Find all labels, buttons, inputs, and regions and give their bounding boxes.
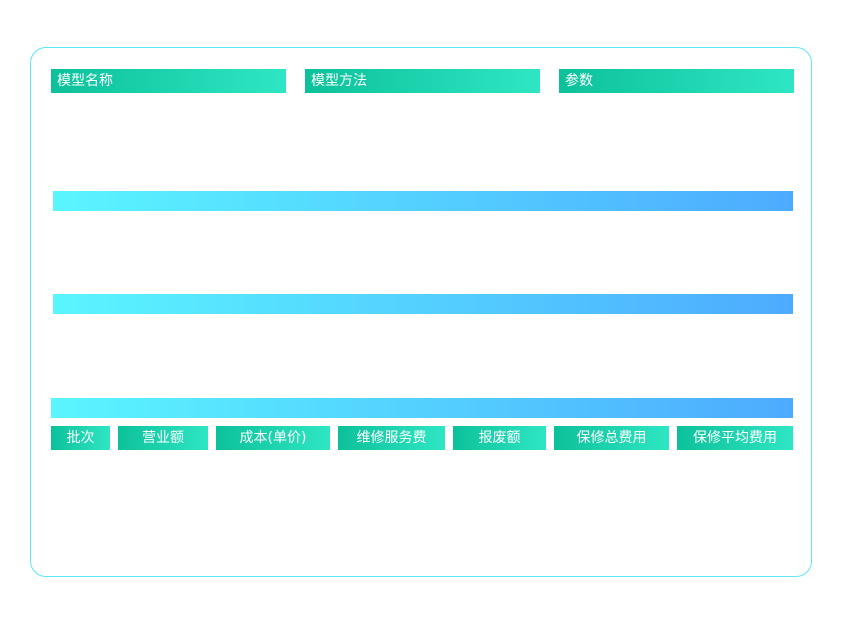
section-divider-bar-1	[53, 191, 793, 211]
column-header-revenue: 营业额	[118, 426, 208, 450]
column-header-warranty-average: 保修平均费用	[677, 426, 793, 450]
table-title-bar	[51, 398, 793, 418]
params-header: 参数	[559, 69, 794, 93]
column-header-warranty-total: 保修总费用	[554, 426, 669, 450]
model-name-header: 模型名称	[51, 69, 286, 93]
column-header-batch: 批次	[51, 426, 110, 450]
model-method-header: 模型方法	[305, 69, 540, 93]
model-name-label: 模型名称	[57, 73, 113, 89]
column-header-scrap: 报废额	[453, 426, 546, 450]
panel-frame	[30, 47, 812, 577]
model-method-label: 模型方法	[311, 73, 367, 89]
params-label: 参数	[565, 73, 593, 89]
column-header-cost: 成本(单价)	[216, 426, 330, 450]
column-header-repair-fee: 维修服务费	[338, 426, 445, 450]
section-divider-bar-2	[53, 294, 793, 314]
